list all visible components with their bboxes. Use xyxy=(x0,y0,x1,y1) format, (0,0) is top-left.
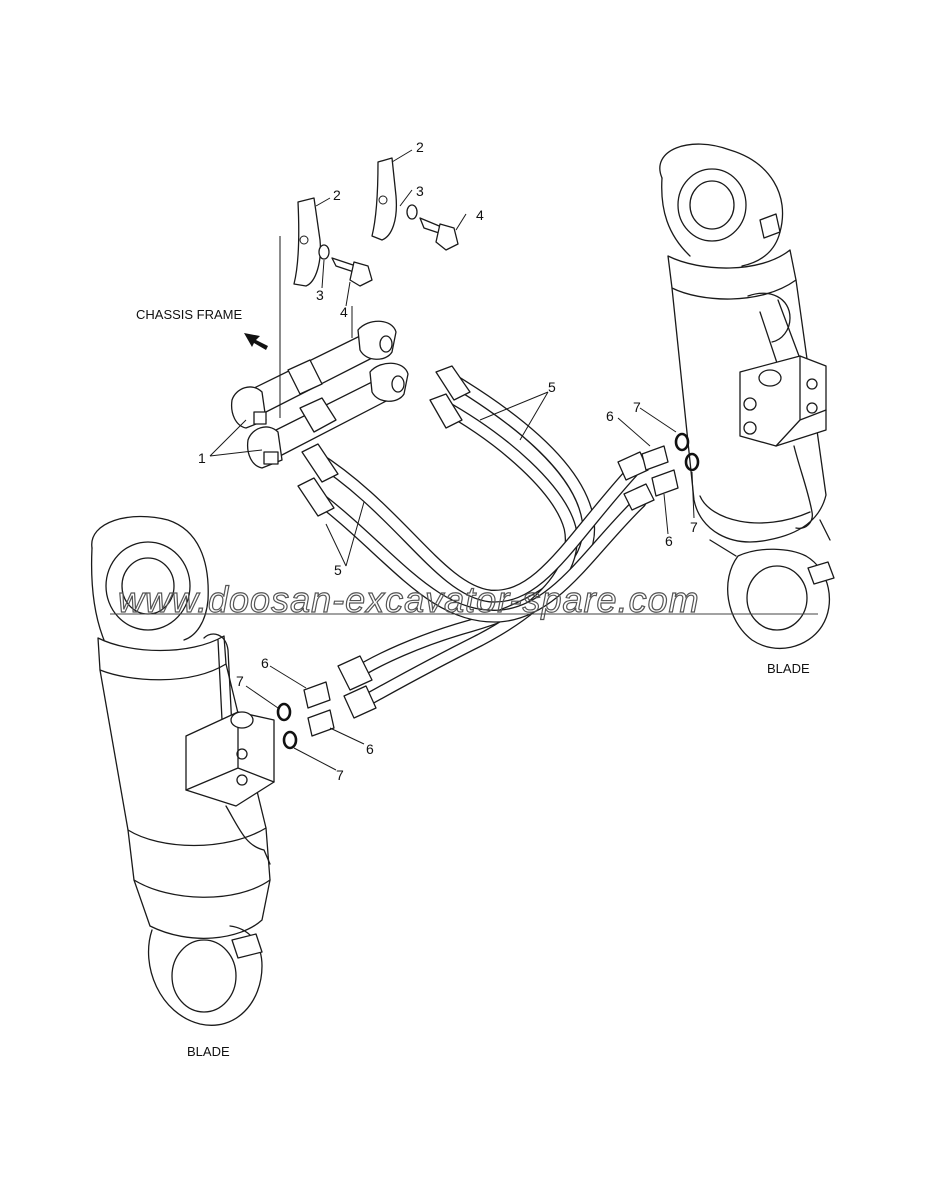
callout-4-top: 4 xyxy=(476,207,484,223)
callout-7-left-lower: 7 xyxy=(336,767,344,783)
callout-1: 1 xyxy=(198,450,206,466)
callout-5-lower: 5 xyxy=(334,562,342,578)
callout-7-right-lower: 7 xyxy=(690,519,698,535)
callout-6-right-upper: 6 xyxy=(606,408,614,424)
callout-6-left-upper: 6 xyxy=(261,655,269,671)
callout-6-right-lower: 6 xyxy=(665,533,673,549)
callout-2-left: 2 xyxy=(333,187,341,203)
right-blade-cylinder xyxy=(659,143,835,649)
tube-assembly xyxy=(230,320,409,469)
callout-2-top: 2 xyxy=(416,139,424,155)
callout-4-left: 4 xyxy=(340,304,348,320)
chassis-direction-arrow xyxy=(244,333,268,350)
callout-3-left: 3 xyxy=(316,287,324,303)
callout-7-right-upper: 7 xyxy=(633,399,641,415)
blade-label-left: BLADE xyxy=(187,1044,230,1059)
hose-assembly xyxy=(297,365,655,719)
clamp-hardware xyxy=(279,157,459,418)
callout-6-left-lower: 6 xyxy=(366,741,374,757)
left-blade-cylinder xyxy=(90,515,275,1026)
chassis-frame-label: CHASSIS FRAME xyxy=(136,307,243,322)
callout-5-upper: 5 xyxy=(548,379,556,395)
callout-7-left-upper: 7 xyxy=(236,673,244,689)
adapters-and-orings xyxy=(276,432,700,750)
blade-label-right: BLADE xyxy=(767,661,810,676)
leader-lines xyxy=(209,149,695,771)
callout-3-top: 3 xyxy=(416,183,424,199)
